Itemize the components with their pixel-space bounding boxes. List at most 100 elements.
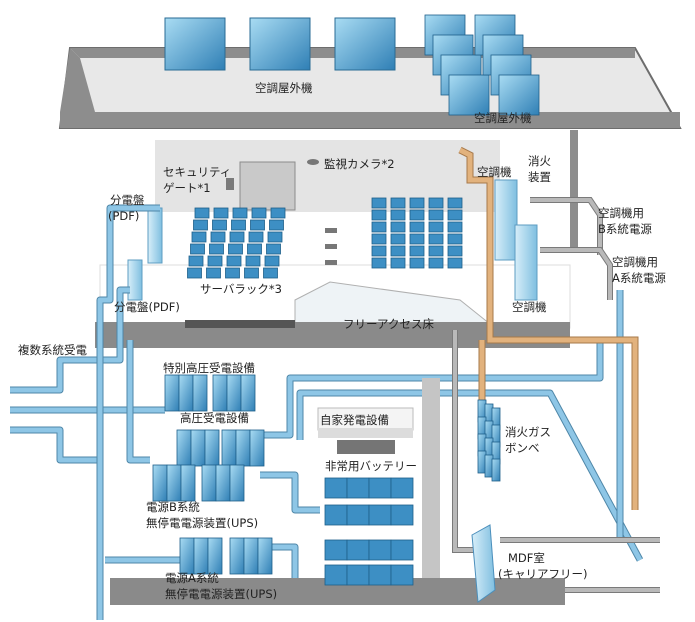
label-ac-power-a: 空調機用 bbox=[612, 255, 658, 269]
label-fire-extinguisher-2: 装置 bbox=[528, 170, 551, 184]
server-rack bbox=[206, 267, 221, 279]
server-rack bbox=[428, 197, 444, 209]
server-rack bbox=[390, 233, 406, 245]
battery-unit bbox=[390, 504, 414, 526]
label-fire-extinguisher: 消火 bbox=[528, 154, 551, 168]
server-rack bbox=[248, 231, 264, 243]
server-rack bbox=[270, 207, 286, 219]
server-rack bbox=[209, 243, 224, 255]
label-fire-gas-2: ボンベ bbox=[505, 441, 540, 455]
server-rack bbox=[371, 197, 387, 209]
server-rack bbox=[232, 207, 248, 219]
label-fire-gas: 消火ガス bbox=[505, 425, 551, 439]
fire-gas-pipe bbox=[458, 146, 639, 510]
electrical-cabinet bbox=[192, 374, 208, 412]
server-rack bbox=[225, 267, 240, 279]
server-rack bbox=[228, 243, 243, 255]
server-rack bbox=[409, 209, 425, 221]
server-rack bbox=[447, 197, 463, 209]
label-ac-unit-top: 空調機 bbox=[477, 165, 512, 179]
server-rack bbox=[447, 245, 463, 257]
server-rack bbox=[267, 231, 283, 243]
electrical-cabinet bbox=[257, 537, 273, 575]
label-pdf-bottom: 分電盤(PDF) bbox=[114, 300, 180, 314]
ac-units-indoor bbox=[494, 179, 538, 301]
server-rack bbox=[409, 233, 425, 245]
electrical-cabinet bbox=[240, 374, 256, 412]
server-rack bbox=[190, 243, 205, 255]
server-rack bbox=[390, 209, 406, 221]
outdoor-ac-units-right bbox=[424, 14, 540, 116]
mdf-rack bbox=[471, 524, 496, 603]
label-raised-floor: フリーアクセス床 bbox=[343, 317, 434, 331]
server-rack bbox=[409, 245, 425, 257]
electrical-cabinet bbox=[249, 429, 265, 467]
server-rack bbox=[247, 243, 262, 255]
label-mdf: MDF室 bbox=[508, 551, 545, 565]
server-rack bbox=[191, 231, 207, 243]
server-rack bbox=[213, 207, 229, 219]
label-mdf-2: (キャリアフリー) bbox=[498, 567, 587, 581]
server-rack bbox=[409, 221, 425, 233]
outdoor-ac-unit bbox=[448, 74, 490, 116]
security-gate-door bbox=[239, 161, 296, 211]
electrical-cabinet bbox=[229, 464, 245, 502]
server-rack bbox=[409, 257, 425, 269]
server-rack bbox=[207, 255, 223, 267]
server-rack bbox=[187, 267, 202, 279]
label-pdf-top: 分電盤 bbox=[110, 193, 145, 207]
card-reader-icon bbox=[226, 178, 234, 190]
server-rack bbox=[390, 221, 406, 233]
server-rack bbox=[266, 243, 281, 255]
power-equipment bbox=[152, 374, 273, 575]
electrical-cabinet bbox=[207, 537, 223, 575]
label-ac-power-b: 空調機用 bbox=[598, 206, 644, 220]
server-rack bbox=[264, 255, 280, 267]
server-rack bbox=[371, 209, 387, 221]
server-rack bbox=[428, 221, 444, 233]
battery-unit bbox=[390, 477, 414, 499]
label-ac-power-a-2: A系統電源 bbox=[612, 271, 666, 285]
label-extra-high-voltage: 特別高圧受電設備 bbox=[163, 361, 255, 375]
label-ac-power-b-2: B系統電源 bbox=[598, 222, 652, 236]
server-rack bbox=[250, 219, 265, 231]
server-rack bbox=[428, 245, 444, 257]
label-security-gate: セキュリティ bbox=[163, 165, 231, 179]
server-rack bbox=[447, 233, 463, 245]
server-room bbox=[95, 130, 578, 348]
pdf-panels bbox=[127, 207, 163, 301]
label-multi-feed: 複数系統受電 bbox=[18, 343, 87, 357]
camera-icon bbox=[307, 159, 319, 165]
gas-cylinder bbox=[491, 458, 501, 482]
server-rack bbox=[428, 209, 444, 221]
server-rack bbox=[390, 257, 406, 269]
label-generator: 自家発電設備 bbox=[320, 413, 389, 427]
outdoor-ac-unit bbox=[498, 74, 540, 116]
server-rack bbox=[193, 219, 208, 231]
server-rack bbox=[244, 267, 259, 279]
server-rack bbox=[210, 231, 226, 243]
server-rack bbox=[371, 245, 387, 257]
server-rack bbox=[371, 257, 387, 269]
emergency-batteries bbox=[324, 477, 414, 586]
label-outdoor-ac-1: 空調屋外機 bbox=[255, 81, 313, 95]
server-rack bbox=[428, 233, 444, 245]
server-rack bbox=[447, 221, 463, 233]
label-ups-b-2: 無停電電源装置(UPS) bbox=[146, 516, 258, 530]
label-ups-a-line1: 電源A系統 bbox=[165, 571, 219, 585]
server-rack bbox=[390, 245, 406, 257]
server-rack bbox=[212, 219, 227, 231]
label-outdoor-ac-2: 空調屋外機 bbox=[474, 111, 532, 125]
server-rack bbox=[231, 219, 246, 231]
fire-gas-cylinders bbox=[477, 399, 501, 482]
electrical-floor bbox=[110, 378, 565, 605]
label-pdf-top-2: (PDF) bbox=[108, 209, 139, 223]
battery-unit bbox=[390, 564, 414, 586]
server-rack bbox=[194, 207, 210, 219]
server-racks bbox=[187, 197, 463, 279]
server-rack bbox=[226, 255, 242, 267]
label-ac-unit-bottom: 空調機 bbox=[512, 300, 547, 314]
